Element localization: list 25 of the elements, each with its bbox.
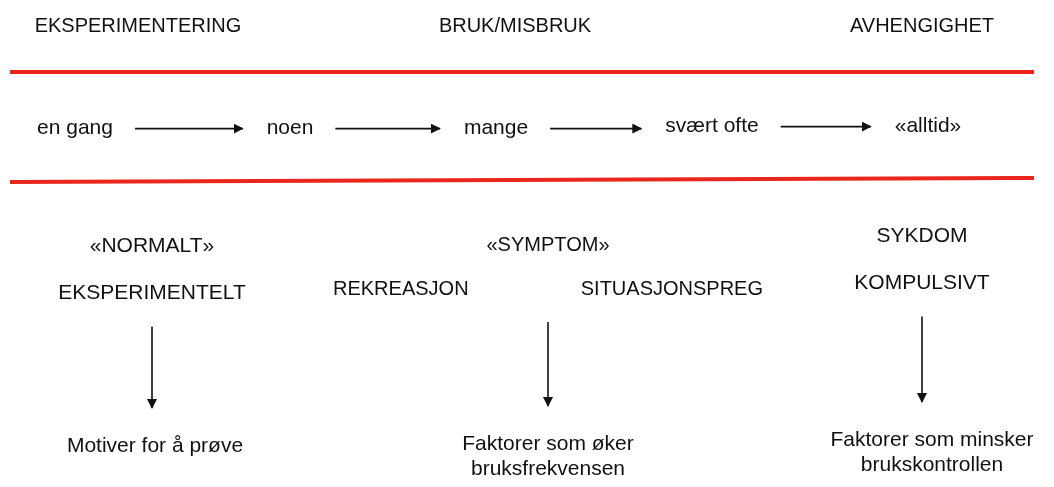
category-label: KOMPULSIVT [854, 269, 990, 295]
outcome-label: Faktorer som minsker brukskontrollen [829, 426, 1035, 477]
frequency-label: en gang [37, 114, 113, 140]
outcome-label: Motiver for å prøve [66, 432, 244, 458]
category-label: «SYMPTOM» [486, 232, 610, 256]
arrow [134, 123, 244, 134]
frequency-label: svært ofte [665, 112, 759, 138]
arrow [779, 121, 872, 132]
stage-heading: EKSPERIMENTERING [34, 14, 242, 37]
category-label: SITUASJONSPREG [580, 276, 763, 300]
arrow [549, 123, 643, 134]
outcome-label: Faktorer som øker bruksfrekvensen [461, 430, 635, 481]
arrow [147, 325, 157, 409]
frequency-label: noen [266, 114, 314, 140]
arrow [334, 123, 441, 134]
frequency-label: «alltid» [894, 112, 962, 138]
frequency-label: mange [463, 114, 529, 140]
arrow [543, 321, 553, 407]
stage-heading: AVHENGIGHET [849, 14, 995, 37]
category-label: SYKDOM [876, 222, 968, 248]
category-label: EKSPERIMENTELT [58, 279, 246, 305]
category-label: REKREASJON [333, 276, 469, 300]
arrow [917, 315, 927, 403]
stage-heading: BRUK/MISBRUK [438, 14, 592, 37]
category-label: «NORMALT» [89, 232, 215, 258]
